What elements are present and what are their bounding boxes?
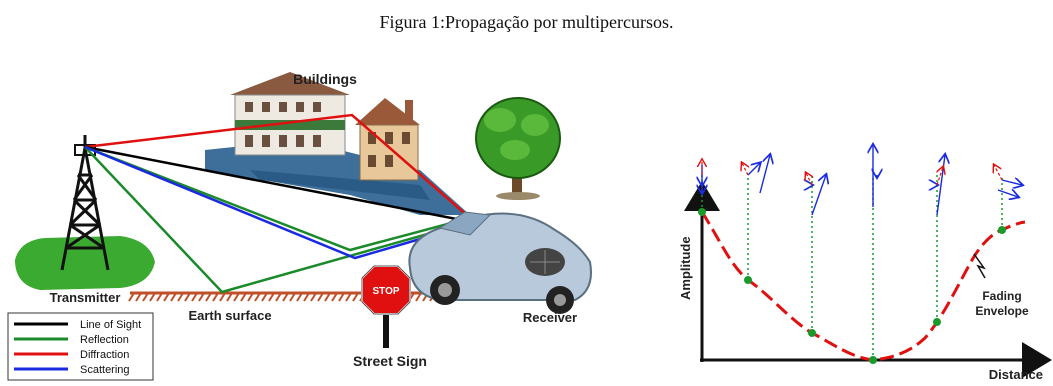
fading-sample-point [869,356,877,364]
multipath-scene: Buildings [7,71,592,381]
phasor-component-arrow [806,173,812,186]
legend-item-label: Diffraction [80,349,129,361]
grass-patch [15,236,155,290]
buildings-image [230,72,420,181]
earth-surface-label: Earth surface [188,308,271,323]
phasor-arrow [811,175,826,216]
phasor-arrow [997,190,1018,197]
amplitude-axis-label: Amplitude [678,236,693,300]
fading-label-line1: Fading [982,289,1021,303]
legend-item-label: Reflection [80,334,129,346]
reflection-path-1 [84,146,471,294]
phasor-component-arrow [937,167,943,186]
fading-sample-point [998,226,1006,234]
figure-caption: Figura 1:Propagação por multipercursos. [379,12,674,32]
phasor-component-arrow [742,163,748,176]
receiver-label: Receiver [523,310,577,325]
propagation-paths [84,113,473,294]
fading-envelope-curve [700,211,1026,362]
receiver-car-image [408,211,592,314]
fading-sample-point [808,329,816,337]
fading-sample-point [744,276,752,284]
phasor-arrow [759,155,770,194]
legend-item-label: Line of Sight [80,319,141,331]
fading-label-line2: Envelope [975,304,1029,318]
fading-sample-point [933,318,941,326]
phasor-arrow [936,155,945,216]
diffraction-path [84,113,471,219]
transmitter-label: Transmitter [50,290,121,305]
phasor-component-arrow [994,165,1003,181]
street-sign-label: Street Sign [353,353,427,369]
buildings-label: Buildings [293,71,357,87]
fading-sample-point [698,208,706,216]
reflection-path-2 [84,145,471,252]
transmitter-tower-image [60,135,110,271]
phasor-arrow [747,163,760,176]
los-path [84,145,473,224]
fading-annotation-pointer [973,253,986,279]
stop-sign-text: STOP [372,286,399,297]
phasor-arrow [1001,180,1022,185]
fading-plot: Amplitude Distance Fading Envelope [678,145,1052,382]
distance-axis-label: Distance [989,367,1043,382]
legend: Line of SightReflectionDiffractionScatte… [7,312,154,381]
stop-sign-image: STOP [361,265,411,348]
tree-image [475,97,561,200]
legend-item-label: Scattering [80,364,130,376]
